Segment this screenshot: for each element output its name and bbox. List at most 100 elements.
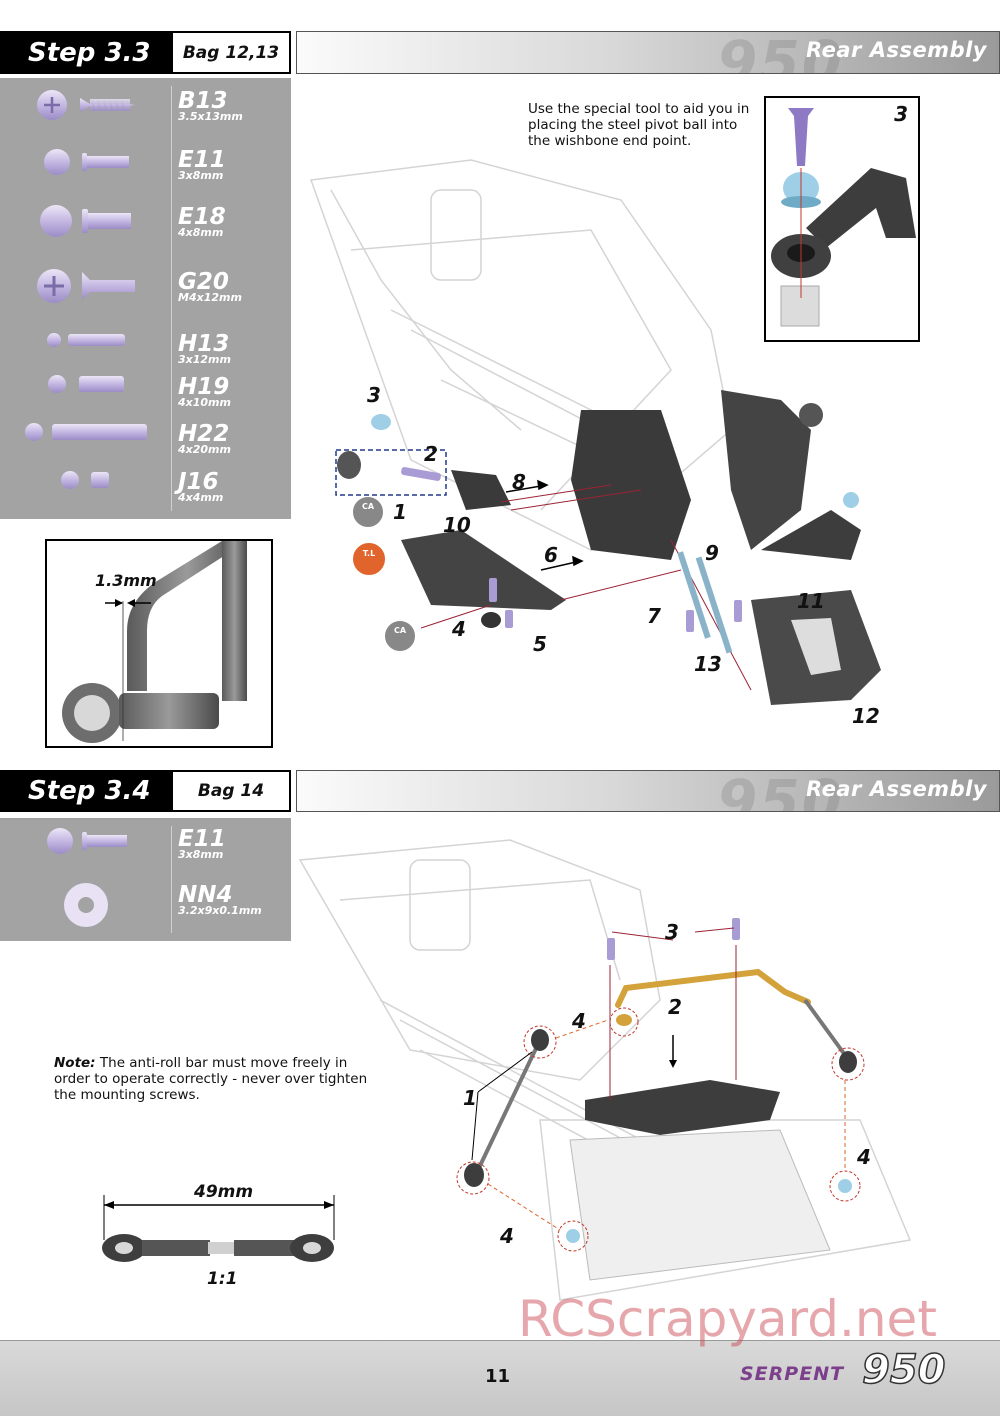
pin-h13-icon xyxy=(47,333,125,347)
tl-badge: T.L xyxy=(363,549,375,558)
part-code-b13: B13 xyxy=(178,88,228,114)
ball-studs xyxy=(566,1179,852,1243)
screws-3-4 xyxy=(607,918,740,960)
page-footer: 11 SERPENT 950 xyxy=(0,1340,1000,1416)
part-size-e18: 4x8mm xyxy=(178,226,224,239)
direction-arrows xyxy=(505,479,584,571)
callout-3-4-2: 2 xyxy=(668,995,682,1019)
measure-1-3mm: 1.3mm xyxy=(95,571,157,590)
anti-roll-bar-mount xyxy=(585,1080,780,1135)
pivot-ball-instruction-text: Use the special tool to aid you in placi… xyxy=(528,101,750,149)
pivot-ball-instruction: Use the special tool to aid you in placi… xyxy=(528,101,760,149)
part-code-e11-2: E11 xyxy=(178,826,226,852)
part-code-g20: G20 xyxy=(178,269,229,295)
pin-h22-icon xyxy=(25,423,147,441)
bag-14-text: Bag 14 xyxy=(197,781,265,801)
950-watermark-2: 950 xyxy=(717,770,845,812)
callout-9: 9 xyxy=(705,541,719,565)
rear-block-assembly xyxy=(571,390,861,560)
step-3-3-title-bar: 950 Rear Assembly xyxy=(296,31,1000,74)
serpent-logo: SERPENT xyxy=(740,1363,845,1385)
washer-nn4-icon xyxy=(64,883,108,927)
screw-e11-icon xyxy=(44,149,129,175)
pin-j16-icon xyxy=(61,471,109,489)
turnbuckle-gauge xyxy=(102,1195,335,1262)
part-size-b13: 3.5x13mm xyxy=(178,110,243,123)
pivot-ball-inset: 3 xyxy=(764,96,920,342)
950-watermark: 950 xyxy=(717,31,845,74)
wishbone-parts xyxy=(337,414,566,628)
bag-12-13-text: Bag 12,13 xyxy=(182,42,280,63)
callout-4: 4 xyxy=(452,617,466,641)
callout-1: 1 xyxy=(393,500,407,524)
bar-end-left xyxy=(616,1014,632,1026)
guide-lines-3-4 xyxy=(609,927,737,1100)
dashed-leaders xyxy=(487,1019,846,1231)
step-3-3-label: Step 3.3 xyxy=(0,31,171,74)
rear-assembly-diagram-3-3: CA CA T.L xyxy=(309,159,881,705)
wishbone-detail-box: 1.3mm xyxy=(45,539,273,748)
linkage-rods xyxy=(464,998,857,1187)
rear-assembly-title: Rear Assembly xyxy=(805,38,987,62)
step-3-4-label: Step 3.4 xyxy=(0,770,171,812)
measure-49mm: 49mm xyxy=(194,1182,254,1202)
part-code-h19: H19 xyxy=(178,374,230,400)
callout-3-4-4c: 4 xyxy=(500,1224,514,1248)
callout-8: 8 xyxy=(512,470,526,494)
pin-h19-icon xyxy=(48,375,124,393)
step-3-3-text: Step 3.3 xyxy=(28,37,151,68)
parts-icons-3-4 xyxy=(47,828,127,927)
anti-roll-bar xyxy=(615,968,811,1008)
page-number: 11 xyxy=(485,1366,511,1387)
highlight-circles xyxy=(456,1007,865,1252)
note-label: Note: xyxy=(54,1055,96,1071)
callout-11: 11 xyxy=(797,589,825,613)
ca-glue-icon: CA CA xyxy=(351,495,417,653)
callout-12: 12 xyxy=(852,704,880,728)
part-code-e18: E18 xyxy=(178,204,226,230)
part-size-h22: 4x20mm xyxy=(178,443,231,456)
callout-13: 13 xyxy=(694,652,722,676)
ca-badge-1: CA xyxy=(362,502,375,511)
pivot-ball-inset-illustration xyxy=(771,108,916,327)
parts-panel-3-4: E11 3x8mm NN4 3.2x9x0.1mm xyxy=(0,818,291,941)
pins-and-screws xyxy=(489,551,742,654)
pivot-ball-highlight xyxy=(335,449,447,496)
model-950-logo: 950 xyxy=(861,1346,946,1394)
anti-roll-bar-note: Note: The anti-roll bar must move freely… xyxy=(54,1055,384,1103)
step-3-4-text: Step 3.4 xyxy=(28,776,151,806)
rod-leader-lines xyxy=(471,1051,533,1161)
step-3-4-title-bar: 950 Rear Assembly xyxy=(296,770,1000,812)
part-size-g20: M4x12mm xyxy=(178,291,242,304)
part-size-e11: 3x8mm xyxy=(178,169,224,182)
callout-3: 3 xyxy=(367,383,381,407)
parts-icons-3-3 xyxy=(25,90,147,489)
callout-3-4-4a: 4 xyxy=(572,1009,586,1033)
callout-6: 6 xyxy=(544,543,558,567)
gearbox-area xyxy=(569,1129,831,1281)
callout-7: 7 xyxy=(647,604,661,628)
part-code-h13: H13 xyxy=(178,331,230,357)
part-size-j16: 4x4mm xyxy=(178,491,224,504)
rear-assembly-title-2: Rear Assembly xyxy=(805,777,987,801)
part-size-nn4: 3.2x9x0.1mm xyxy=(178,904,262,917)
callout-3-4-4b: 4 xyxy=(857,1145,871,1169)
part-size-e11-2: 3x8mm xyxy=(178,848,224,861)
screw-e18-icon xyxy=(40,205,131,237)
note-text: The anti-roll bar must move freely in or… xyxy=(54,1055,368,1103)
parts-divider xyxy=(171,86,172,511)
part-size-h19: 4x10mm xyxy=(178,396,231,409)
callout-3-4-1: 1 xyxy=(463,1086,477,1110)
part-code-j16: J16 xyxy=(178,469,219,495)
callout-10: 10 xyxy=(443,513,471,537)
anti-roll-bar-diagram xyxy=(298,839,912,1301)
parts-panel-3-3: B13 3.5x13mm E11 3x8mm E18 4x8mm G20 M4x… xyxy=(0,78,291,519)
part-code-e11: E11 xyxy=(178,147,226,173)
scale-1-1: 1:1 xyxy=(207,1269,238,1289)
bag-14-label: Bag 14 xyxy=(171,770,291,812)
parts-divider-2 xyxy=(171,826,172,933)
rear-bumper-plate xyxy=(751,590,881,705)
wishbone-detail-illustration xyxy=(62,541,247,743)
part-code-nn4: NN4 xyxy=(178,882,233,908)
inset-callout-3: 3 xyxy=(894,102,908,126)
